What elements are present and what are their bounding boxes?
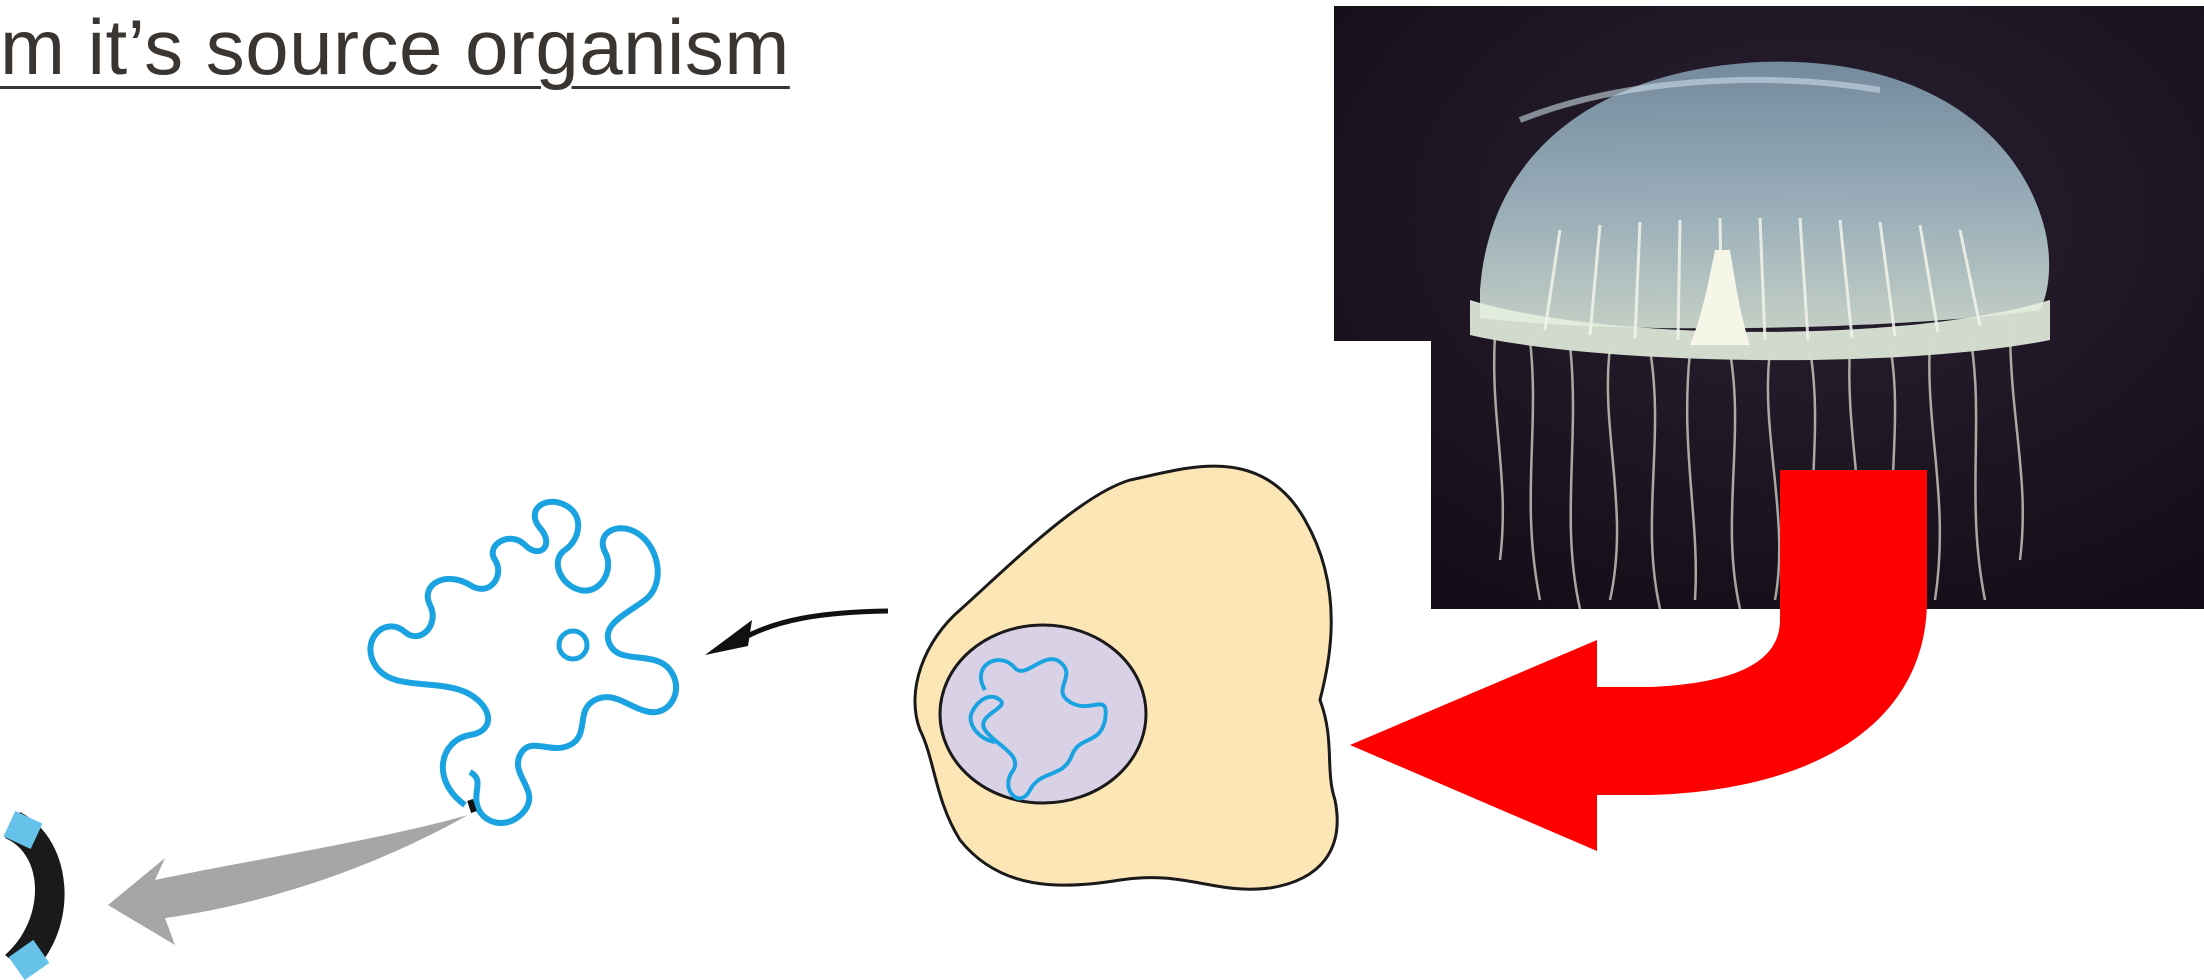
dna-loop bbox=[559, 631, 587, 659]
black-arrow bbox=[705, 611, 888, 655]
cell bbox=[915, 466, 1337, 889]
gray-arrow bbox=[108, 815, 468, 945]
plasmid-fragment bbox=[3, 811, 64, 980]
jellyfish-photo bbox=[1334, 6, 2204, 609]
dna-cut-mark bbox=[470, 800, 474, 812]
dna-strand bbox=[370, 502, 676, 823]
